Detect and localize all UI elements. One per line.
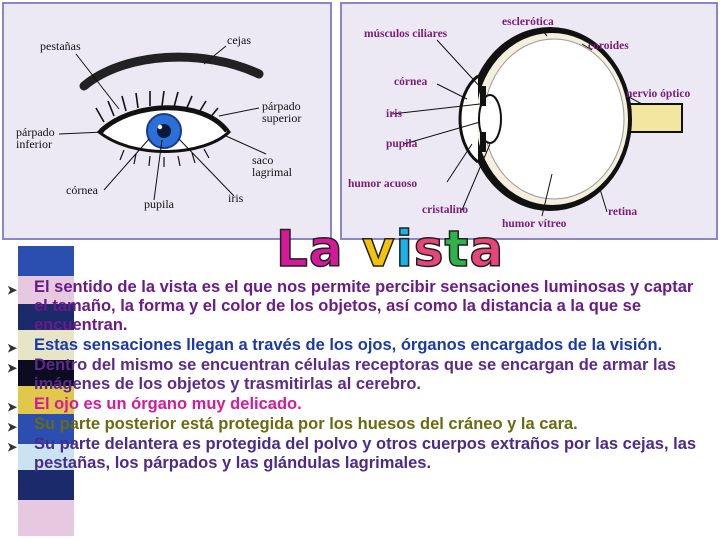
external-eye-drawing	[58, 45, 267, 201]
arrow-bullet-icon: ➤	[7, 420, 18, 434]
cross-section-drawing	[391, 27, 683, 217]
title-letter: a	[308, 219, 344, 279]
page-title: La vista	[275, 219, 505, 279]
label-cristalino: cristalino	[422, 204, 468, 216]
title-letter: v	[361, 219, 396, 279]
bullet-list: ➤ El sentido de la vista es el que nos pe…	[7, 278, 706, 474]
list-item: ➤ Su parte posterior está protegida por l…	[7, 415, 706, 434]
label-cejas: cejas	[227, 33, 251, 47]
arrow-bullet-icon: ➤	[7, 400, 18, 414]
bullet-text: Su parte delantera es protegida del polv…	[34, 435, 697, 472]
label-retina: retina	[608, 206, 638, 218]
bullet-text: El ojo es un órgano muy delicado.	[34, 395, 302, 413]
upper-lid-line	[99, 105, 230, 133]
lens-shape	[478, 94, 502, 144]
label-nervio-optico: nervio óptico	[626, 88, 691, 100]
label-parpado-inferior: párpado inferior	[16, 125, 55, 151]
bullet-text: El sentido de la vista es el que nos per…	[34, 278, 694, 334]
label-cornea-section: córnea	[394, 76, 428, 88]
arrow-bullet-icon: ➤	[7, 440, 18, 454]
external-eye-diagram: pestañas cejas párpado superior párpado …	[2, 2, 332, 240]
list-item: ➤ El ojo es un órgano muy delicado.	[7, 395, 706, 414]
eyebrow-shape	[79, 52, 264, 91]
arrow-bullet-icon: ➤	[7, 283, 18, 297]
list-item: ➤ Su parte delantera es protegida del pol…	[7, 435, 706, 473]
cross-section-pointers	[391, 29, 643, 217]
bullet-text: Su parte posterior está protegida por lo…	[34, 415, 578, 433]
arrow-bullet-icon: ➤	[7, 341, 18, 355]
label-pupila: pupila	[144, 197, 174, 211]
label-parpado-superior: párpado superior	[262, 99, 302, 125]
vitreous-shape	[483, 38, 625, 200]
bullet-text: Estas sensaciones llegan a través de los…	[34, 336, 663, 354]
title-letter: a	[469, 219, 505, 279]
label-pestanas: pestañas	[40, 39, 81, 53]
list-item: ➤ Estas sensaciones llegan a través de lo…	[7, 336, 706, 355]
list-item: ➤ El sentido de la vista es el que nos pe…	[7, 278, 706, 335]
pointer-lines	[58, 45, 267, 201]
label-esclerotica: esclerótica	[502, 16, 554, 28]
label-pupila-section: pupila	[386, 138, 418, 150]
lower-lashes	[119, 148, 210, 167]
list-item: ➤ Dentro del mismo se encuentran células…	[7, 356, 706, 394]
title-letter: i	[395, 219, 414, 279]
label-cornea: córnea	[66, 183, 98, 197]
title-letter: L	[275, 219, 309, 279]
label-coroides: coroides	[588, 40, 629, 52]
title-letter	[344, 220, 362, 278]
arrow-bullet-icon: ➤	[7, 361, 18, 375]
label-musculos-ciliares: músculos ciliares	[364, 28, 448, 40]
eye-cross-section-diagram: músculos ciliares esclerótica coroides c…	[340, 2, 718, 240]
label-humor-vitreo: humor vítreo	[502, 218, 567, 230]
label-iris-section: iris	[386, 108, 402, 120]
decorative-color-strip	[18, 246, 74, 536]
label-saco-lagrimal: saco lagrimal	[252, 153, 292, 179]
label-iris: iris	[228, 191, 244, 205]
bullet-text: Dentro del mismo se encuentran células r…	[34, 356, 676, 393]
label-humor-acuoso: humor acuoso	[348, 178, 418, 190]
title-letter: t	[444, 219, 470, 279]
title-letter: s	[413, 219, 445, 279]
